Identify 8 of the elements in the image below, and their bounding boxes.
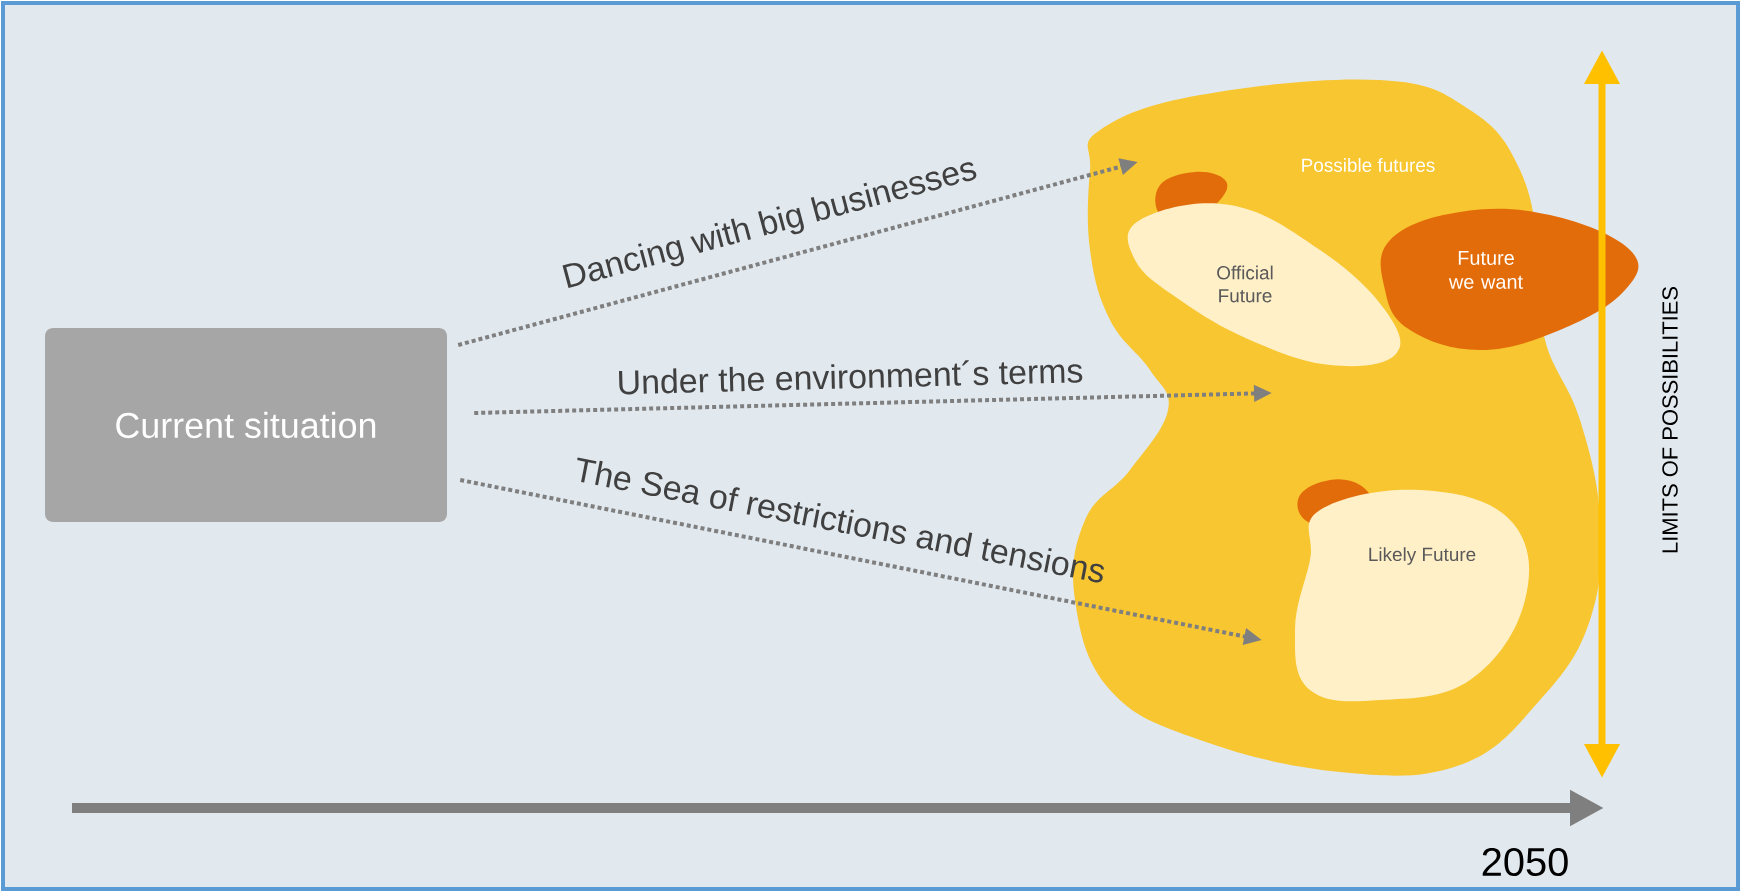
edge-label: The Sea of restrictions and tensions [577, 457, 1104, 583]
axis-label: LIMITS OF POSSIBILITIES [1662, 287, 1678, 553]
axis-label: 2050 [1482, 847, 1568, 877]
future-blob: Official Future [1127, 203, 1401, 367]
edge-label: Under the environment´s terms [619, 360, 1083, 395]
future-blob: Likely Future [1295, 489, 1530, 702]
future-blob: Future we want [1380, 208, 1639, 350]
process-box: Current situation [45, 328, 447, 522]
